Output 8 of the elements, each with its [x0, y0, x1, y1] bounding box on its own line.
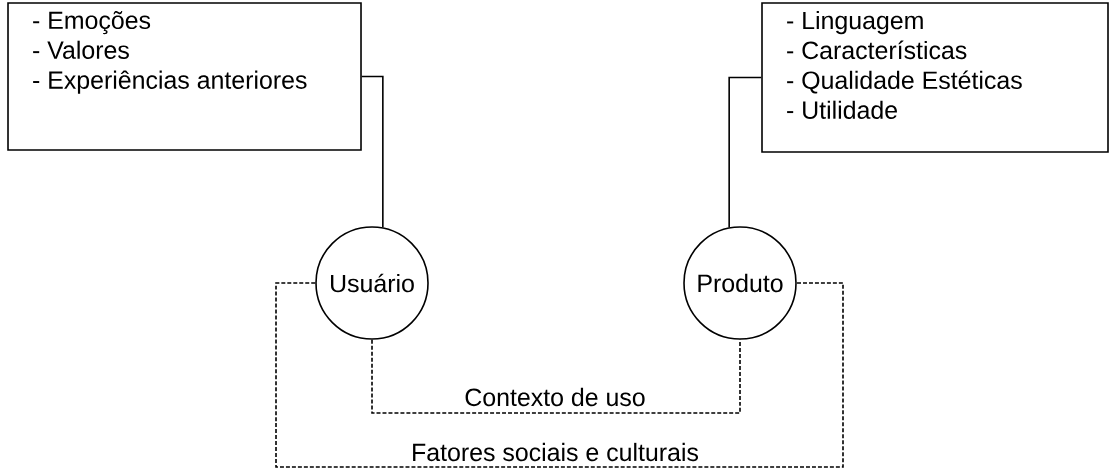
connector-line: [361, 75, 384, 229]
list-box: - Linguagem - Características - Qualidade Estéticas - Utilidade: [761, 2, 1109, 153]
dashed-connector: [275, 282, 844, 468]
edge-label: Contexto de uso: [463, 386, 647, 408]
edge-label: Fatores sociais e culturais: [410, 441, 700, 463]
dashed-connector: [371, 339, 741, 414]
connector-line: [728, 76, 762, 229]
list-box: - Emoções - Valores - Experiências anteriores: [7, 2, 362, 151]
